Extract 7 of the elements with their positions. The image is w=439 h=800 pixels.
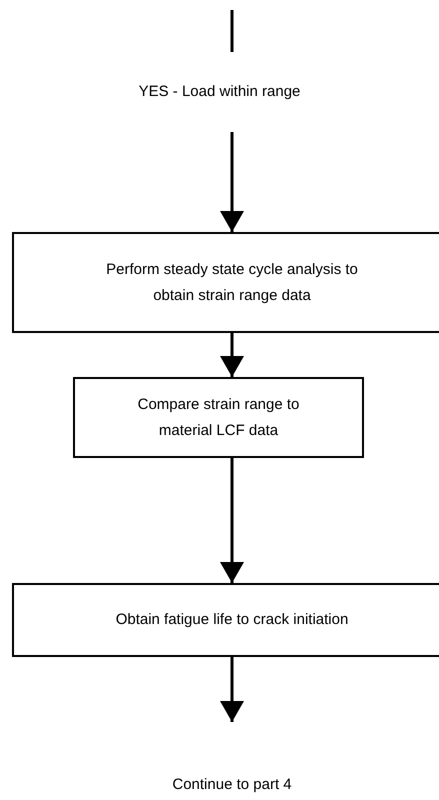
process-box: Perform steady state cycle analysis to obtain strain range data [12,232,439,333]
process-box: Obtain fatigue life to crack initiation [12,583,439,657]
arrow [220,657,244,722]
arrow [220,458,244,583]
arrow [220,333,244,377]
flow-text: Continue to part 4 [130,722,334,800]
process-box: Compare strain range to material LCF data [73,377,364,458]
